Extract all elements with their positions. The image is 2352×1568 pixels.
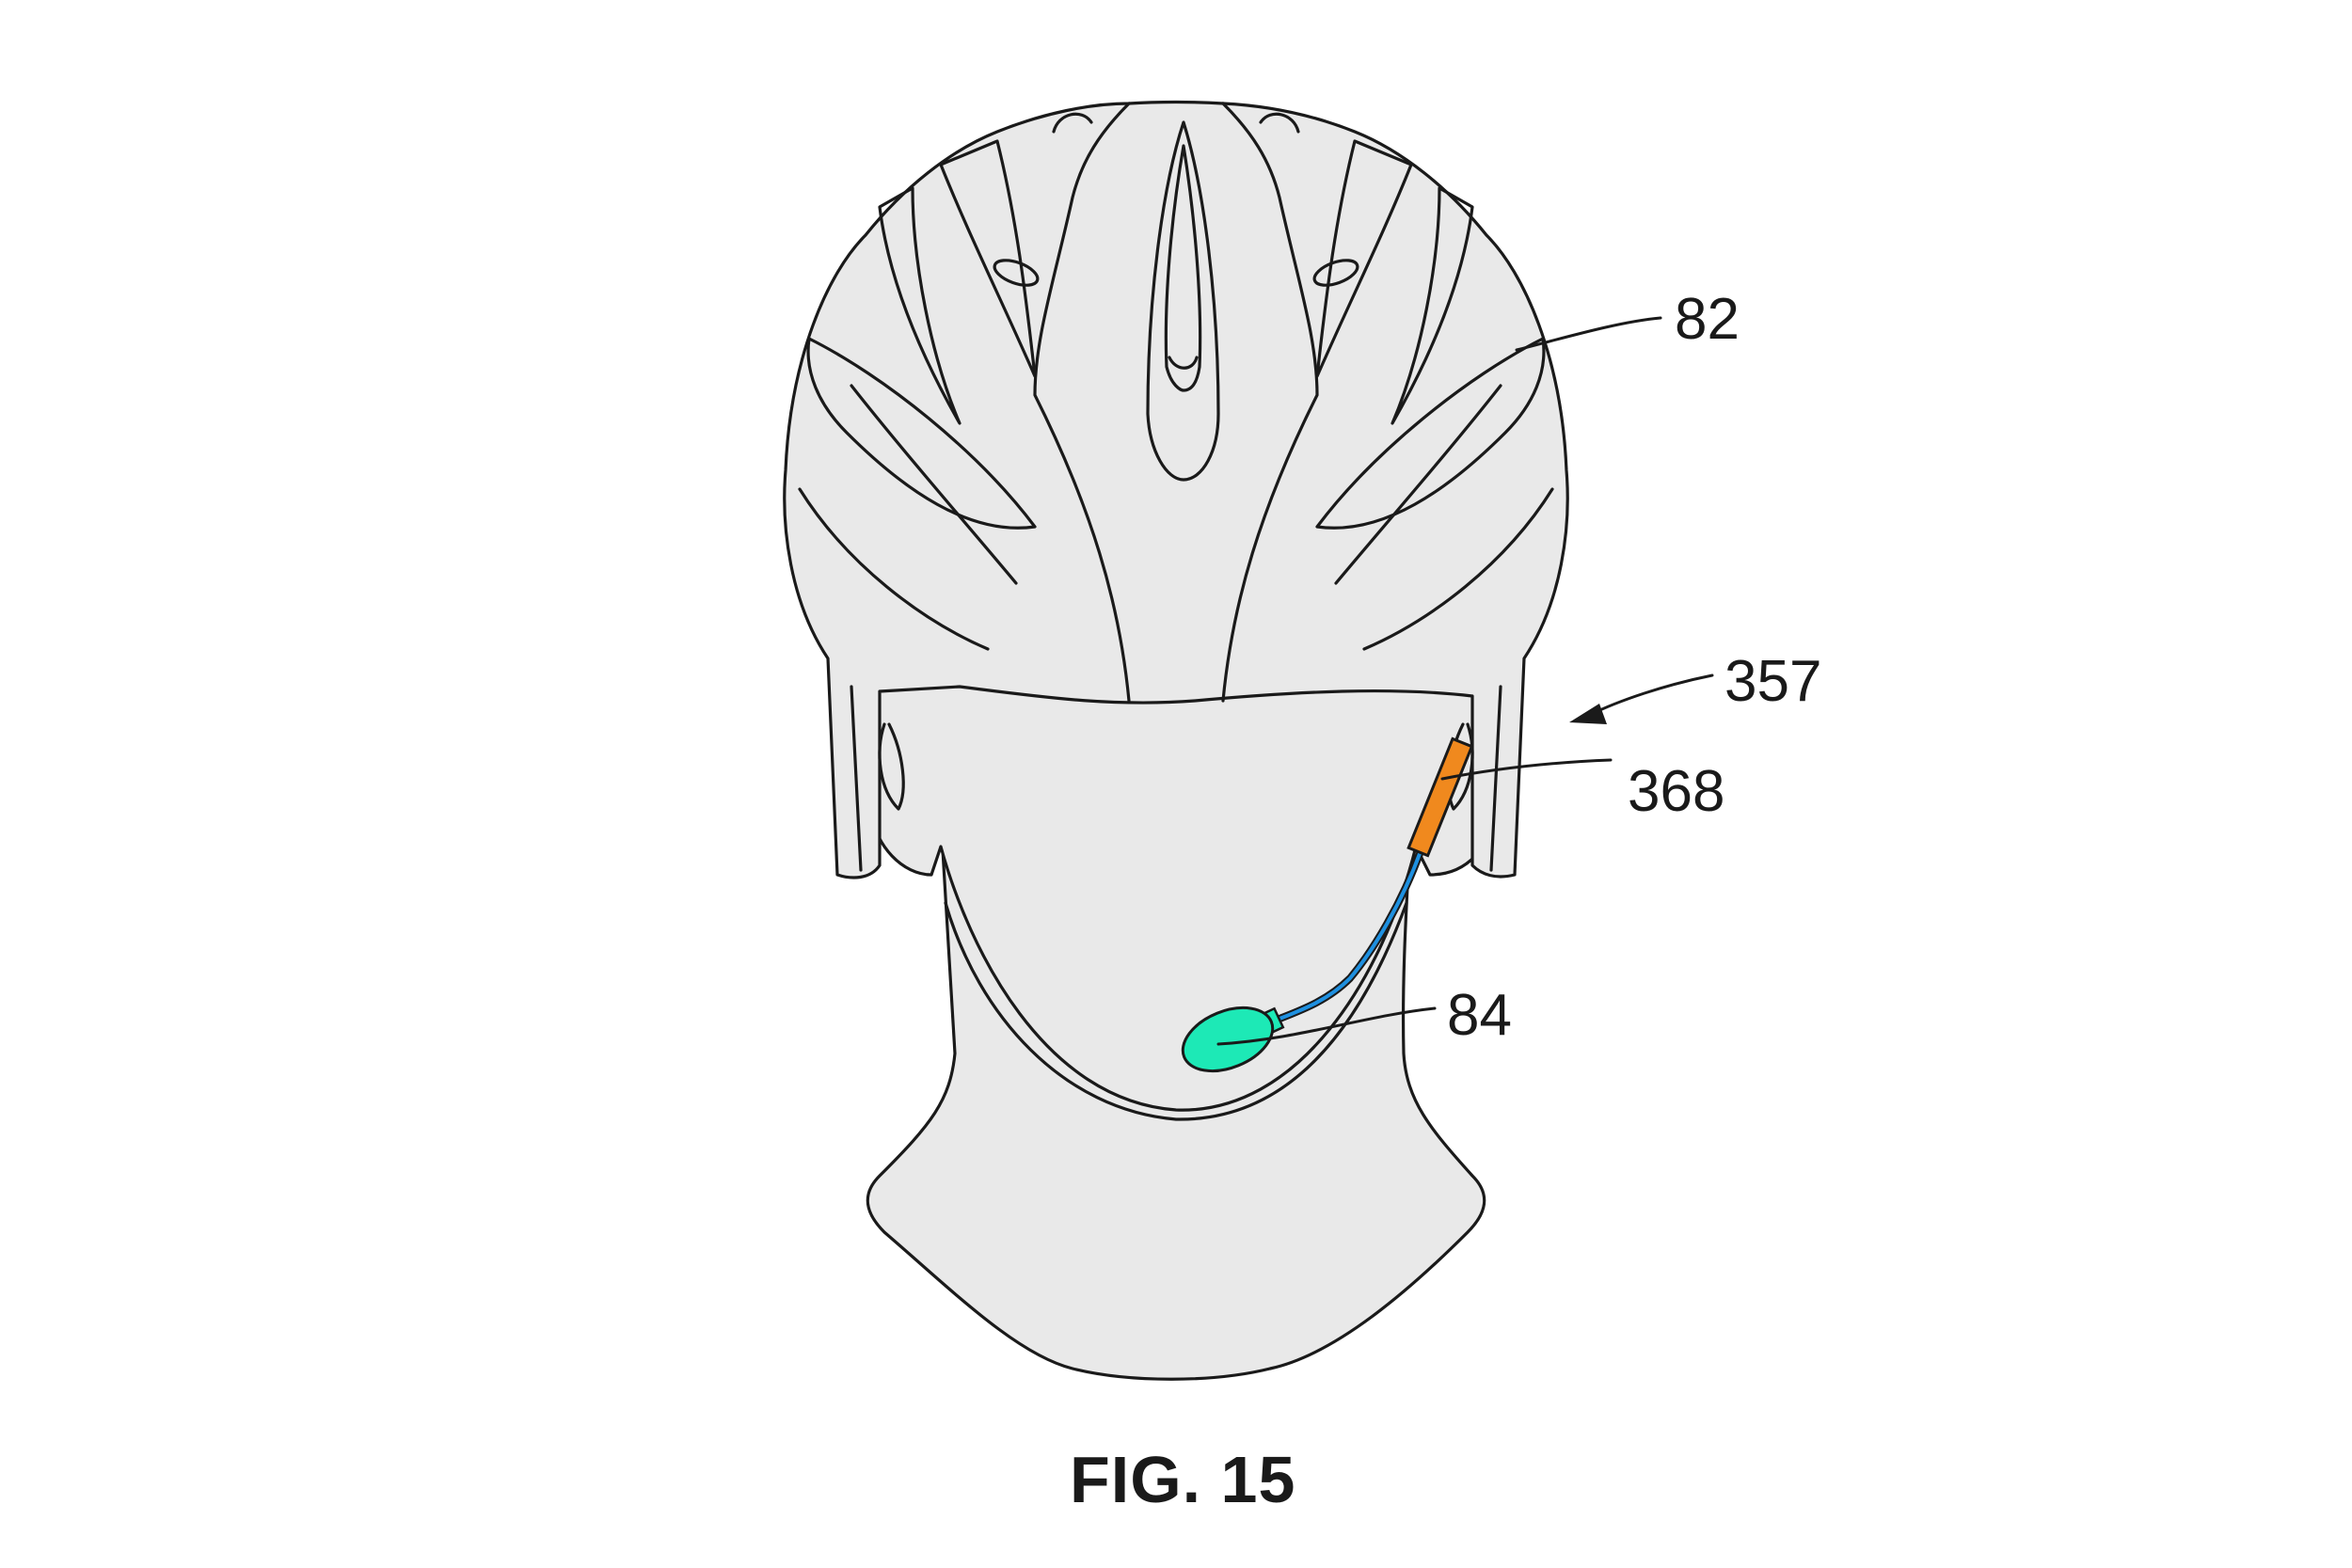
leader-82	[1515, 316, 1662, 352]
label-357: 357	[1724, 649, 1821, 714]
label-84: 84	[1447, 983, 1512, 1048]
label-368: 368	[1628, 759, 1724, 824]
leader-368	[1440, 758, 1613, 781]
helmet	[783, 100, 1569, 879]
bite-valve-84	[1181, 1006, 1275, 1073]
leader-357-arrow	[1588, 673, 1714, 717]
label-82: 82	[1675, 287, 1740, 352]
tube-housing-368	[1406, 736, 1474, 858]
head-and-neck	[864, 675, 1502, 1381]
leader-84	[1216, 1006, 1437, 1046]
arrowhead-icon	[1569, 704, 1607, 724]
leader-lines	[1216, 316, 1714, 1046]
hydration-assembly	[1181, 736, 1474, 1073]
figure-caption: FIG. 15	[1070, 1443, 1295, 1516]
